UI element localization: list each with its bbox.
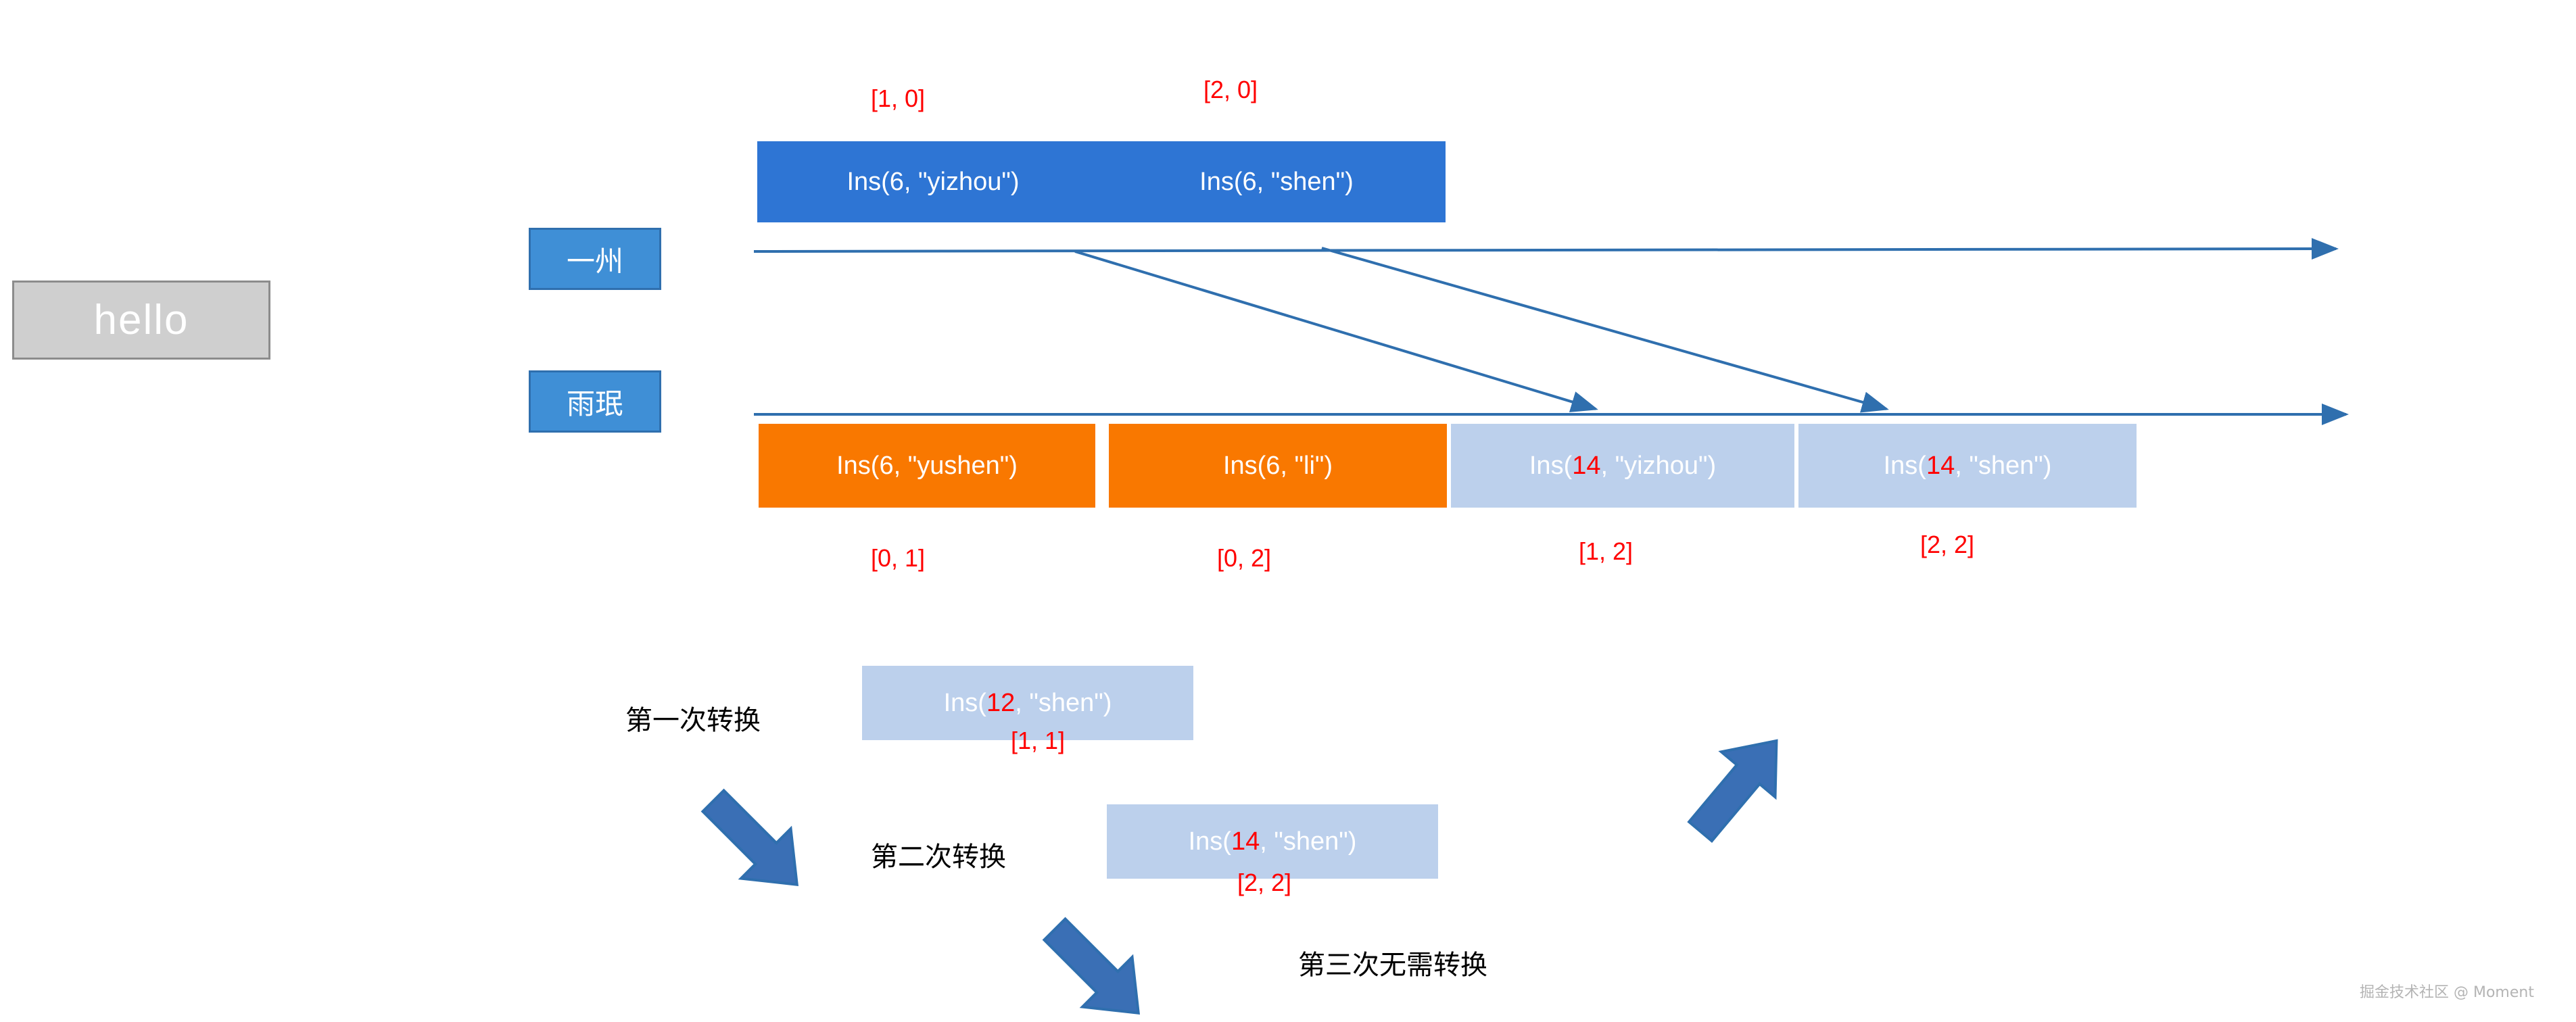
op-ins14-yizhou: Ins(14, "yizhou") bbox=[1451, 424, 1794, 508]
coord-ins6-shen: [2, 0] bbox=[1203, 76, 1258, 103]
op-ins6-yizhou-text: Ins(6, "yizhou") bbox=[846, 167, 1020, 196]
op-ins6-yushen: Ins(6, "yushen") bbox=[759, 424, 1095, 508]
op-ins12-shen-suffix: , "shen") bbox=[1015, 688, 1112, 717]
op-ins14-yizhou-suffix: , "yizhou") bbox=[1600, 451, 1717, 480]
op-ins12-shen-prefix: Ins( bbox=[943, 688, 986, 717]
op-ins6-shen: Ins(6, "shen") bbox=[1107, 141, 1446, 222]
coord-ins6-li: [0, 2] bbox=[1217, 544, 1272, 572]
block-arrow-step1 bbox=[700, 788, 799, 887]
coord-ins14-shen-2: [2, 2] bbox=[1237, 869, 1292, 896]
coord-ins14-shen: [2, 2] bbox=[1920, 531, 1975, 558]
hello-box: hello bbox=[12, 281, 270, 360]
lane-yizhou-timeline bbox=[753, 238, 2339, 260]
op-ins14-shen-suffix: , "shen") bbox=[1955, 451, 2052, 480]
coord-ins6-yizhou: [1, 0] bbox=[871, 84, 926, 112]
op-ins12-shen: Ins(12, "shen") bbox=[862, 666, 1193, 740]
lane-label-yushen-text: 雨珉 bbox=[566, 387, 623, 420]
step-label-2: 第二次转换 bbox=[871, 842, 1006, 873]
watermark: 掘金技术社区 @ Moment bbox=[2360, 984, 2534, 1001]
op-ins14-shen: Ins(14, "shen") bbox=[1798, 424, 2137, 508]
op-ins14-shen-2-suffix: , "shen") bbox=[1260, 827, 1357, 856]
lane-label-yushen: 雨珉 bbox=[529, 370, 661, 433]
lane-label-yizhou-text: 一州 bbox=[566, 244, 623, 278]
op-ins6-yizhou: Ins(6, "yizhou") bbox=[757, 141, 1109, 222]
op-ins6-shen-text: Ins(6, "shen") bbox=[1199, 167, 1354, 196]
op-ins14-shen-2: Ins(14, "shen") bbox=[1107, 804, 1438, 879]
step-label-3: 第三次无需转换 bbox=[1298, 950, 1487, 981]
transform-arrow-1 bbox=[1074, 250, 1598, 412]
coord-ins12-shen: [1, 1] bbox=[1011, 727, 1066, 754]
op-ins14-yizhou-num: 14 bbox=[1572, 451, 1601, 480]
op-ins6-li-text: Ins(6, "li") bbox=[1222, 451, 1333, 480]
op-ins14-yizhou-prefix: Ins( bbox=[1529, 451, 1573, 480]
op-ins12-shen-num: 12 bbox=[986, 688, 1016, 717]
block-arrow-result bbox=[1687, 739, 1778, 843]
op-ins6-yushen-text: Ins(6, "yushen") bbox=[836, 451, 1018, 480]
step-label-1: 第一次转换 bbox=[625, 705, 761, 736]
op-ins14-shen-2-num: 14 bbox=[1231, 827, 1260, 856]
op-ins14-shen-prefix: Ins( bbox=[1883, 451, 1926, 480]
coord-ins6-yushen: [0, 1] bbox=[871, 544, 926, 572]
transform-arrow-2 bbox=[1321, 247, 1889, 413]
hello-label: hello bbox=[93, 297, 189, 343]
op-ins14-shen-num: 14 bbox=[1926, 451, 1955, 480]
lane-label-yizhou: 一州 bbox=[529, 228, 661, 290]
block-arrow-step2 bbox=[1042, 917, 1141, 1015]
op-ins14-shen-2-prefix: Ins( bbox=[1188, 827, 1231, 856]
op-ins6-li: Ins(6, "li") bbox=[1109, 424, 1447, 508]
coord-ins14-yizhou: [1, 2] bbox=[1579, 537, 1633, 565]
